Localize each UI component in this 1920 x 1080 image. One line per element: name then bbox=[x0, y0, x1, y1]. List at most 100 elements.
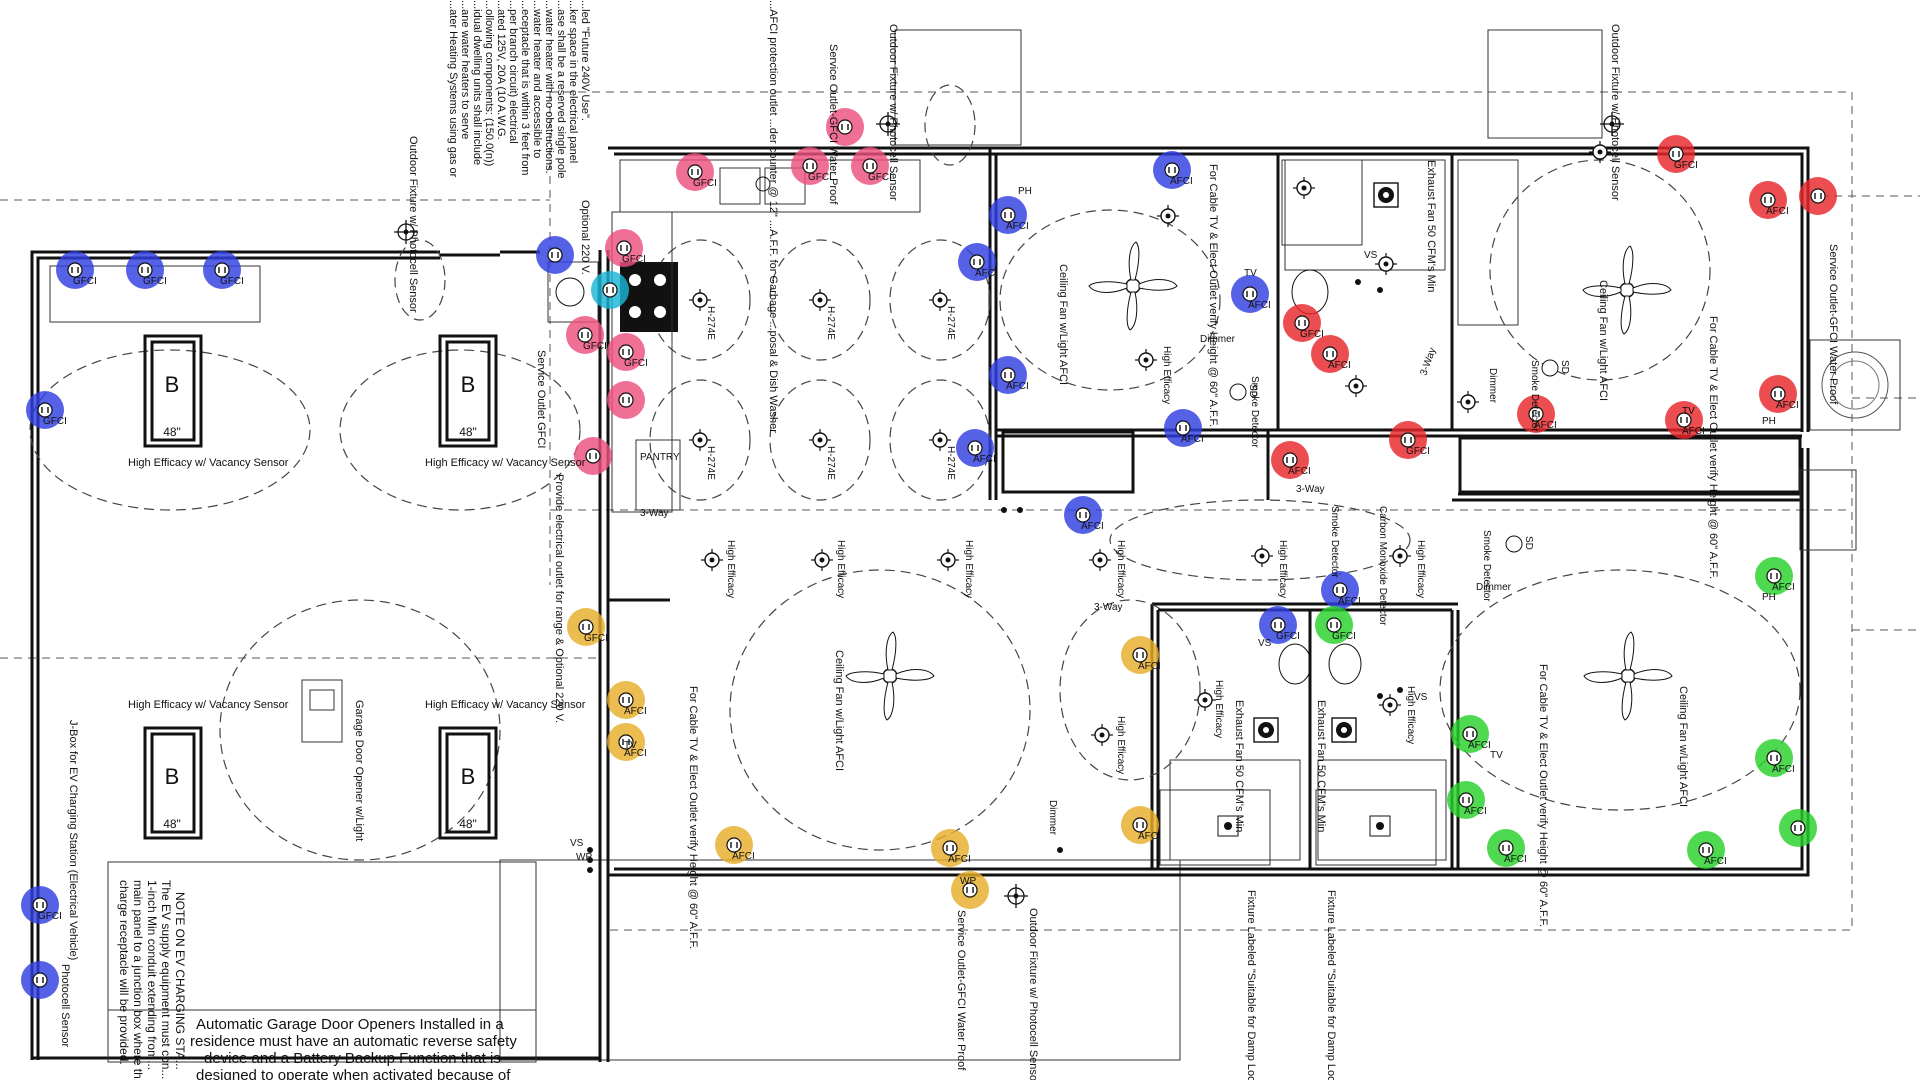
sink-note: ...AFCI protection outlet ...der counter… bbox=[767, 0, 779, 433]
ceiling-fan-label-3: Ceiling Fan w/Light AFCI bbox=[1597, 280, 1609, 401]
garage-door-note: Automatic Garage Door Openers Installed … bbox=[190, 1016, 517, 1080]
outlet-tag: GFCI bbox=[868, 172, 892, 183]
outlet-icon bbox=[547, 247, 563, 263]
outlet-icon bbox=[1760, 192, 1776, 208]
outlet-tag: AFCI bbox=[1006, 221, 1029, 232]
outlet-tag: GFCI bbox=[584, 633, 608, 644]
damp-label-1: Fixture Labeled "Suitable for Damp Locat… bbox=[1245, 890, 1257, 1080]
switch-dot bbox=[587, 857, 593, 863]
highlight-markers: GFCI GFCI GFCI GFCI AFCI AFCI AFCI AFCI AFCI AFCI… bbox=[21, 108, 1837, 999]
outlet-icon bbox=[687, 164, 703, 180]
cable-tv-label-1: For Cable TV & Elect Outlet verify Heigh… bbox=[687, 686, 699, 949]
switch-dot bbox=[1397, 687, 1403, 693]
outlet-icon bbox=[618, 692, 634, 708]
cable-tv-label-3: For Cable TV & Elect Outlet verify Heigh… bbox=[1707, 316, 1719, 579]
outdoor-fixture-label-1: Outdoor Fixture w/ Photocell Sensor bbox=[407, 136, 419, 313]
light-fixture-icon bbox=[1344, 374, 1368, 398]
outlet-tag: GFCI bbox=[808, 172, 832, 183]
outlet-icon bbox=[1270, 617, 1286, 633]
outlet-tag: GFCI bbox=[38, 911, 62, 922]
outlet-tag: AFCI bbox=[1138, 661, 1161, 672]
bay-letter-4: B bbox=[461, 764, 476, 789]
light-fixture-icon bbox=[1156, 204, 1180, 228]
ev-jbox-label: J-Box for EV Charging Station (Electrica… bbox=[67, 720, 79, 960]
svg-text:device and a Battery Backup Fu: device and a Battery Backup Function tha… bbox=[204, 1050, 501, 1067]
high-efficacy-label: High Efficacy bbox=[1405, 686, 1416, 744]
outlet-tag: AFCI bbox=[1338, 596, 1361, 607]
svg-text:designed to operate when activ: designed to operate when activated becau… bbox=[196, 1067, 511, 1080]
outlet-tag: AFCI bbox=[1006, 381, 1029, 392]
outlet-icon bbox=[1698, 842, 1714, 858]
outlet-tag: GFCI bbox=[220, 276, 244, 287]
three-way-label-4: 3-Way bbox=[1418, 346, 1438, 377]
cable-tv-label-4: For Cable TV & Elect Outlet verify Heigh… bbox=[1537, 664, 1549, 927]
ev-charging-note: NOTE ON EV CHARGING STA... The EV supply… bbox=[117, 880, 187, 1080]
outlet-tag: GFCI bbox=[622, 254, 646, 265]
outlet-tag: GFCI bbox=[624, 358, 648, 369]
plan-labels: High Efficacy w/ Vacancy Sensor High Eff… bbox=[59, 0, 1839, 1080]
high-efficacy-label: High Efficacy bbox=[1161, 346, 1172, 404]
outlet-icon bbox=[969, 254, 985, 270]
tv-tag: TV bbox=[1490, 750, 1503, 761]
ceiling-fan-icon bbox=[845, 631, 935, 721]
outlet-icon bbox=[577, 327, 593, 343]
light-fixture-icon bbox=[1456, 390, 1480, 414]
svg-text:NOTE ON EV CHARGING STA...: NOTE ON EV CHARGING STA... bbox=[173, 892, 187, 1070]
outlet-icon bbox=[1175, 420, 1191, 436]
outlet-tag: GFCI bbox=[693, 178, 717, 189]
light-fixture-icon bbox=[1193, 688, 1217, 712]
svg-text:...per branch circuit) electri: ...per branch circuit) electrical bbox=[507, 0, 519, 144]
outlet-icon bbox=[585, 448, 601, 464]
smoke-detector-label-1: Smoke Detector bbox=[1329, 506, 1340, 578]
svg-text:charge receptacle will be prov: charge receptacle will be provided. bbox=[117, 880, 131, 1065]
smoke-detector-label-2: Smoke Detector bbox=[1481, 530, 1492, 602]
dimmer-label-1: Dimmer bbox=[1476, 582, 1512, 593]
ceiling-fan-icon bbox=[1582, 245, 1672, 335]
outlet-icon bbox=[67, 262, 83, 278]
bay-size-4: 48" bbox=[459, 817, 477, 831]
light-fixture-icon bbox=[1588, 140, 1612, 164]
outlet-tag: AFCI bbox=[1468, 740, 1491, 751]
svg-text:...ker space in the electrical: ...ker space in the electrical panel bbox=[567, 0, 579, 163]
light-fixture-icon bbox=[700, 548, 724, 572]
ceiling-fan-label-4: Ceiling Fan w/Light AFCI bbox=[1677, 686, 1689, 807]
fixture-type-label: H-274E bbox=[945, 446, 956, 480]
outlet-icon bbox=[1498, 840, 1514, 856]
vs-tag: VS bbox=[1258, 638, 1272, 649]
outlet-tag: AFCI bbox=[1772, 582, 1795, 593]
outlet-tag: AFCI bbox=[1682, 426, 1705, 437]
ph-tag: PH bbox=[1018, 186, 1032, 197]
fixture-type-label: H-274E bbox=[825, 306, 836, 340]
outlet-icon bbox=[726, 837, 742, 853]
optional-220-label: Optional 220 V. bbox=[579, 200, 591, 275]
outlet-icon bbox=[1326, 617, 1342, 633]
bay-letter-1: B bbox=[165, 372, 180, 397]
svg-text:Automatic Garage Door Openers: Automatic Garage Door Openers Installed … bbox=[196, 1016, 504, 1033]
outlet-icon bbox=[1668, 146, 1684, 162]
ceiling-fan-label-1: Ceiling Fan w/Light AFCI bbox=[833, 650, 845, 771]
service-gfci-label: Service Outlet GFCI bbox=[535, 350, 547, 448]
outlet-tag: AFCI bbox=[948, 854, 971, 865]
outlet-tag: AFCI bbox=[1504, 854, 1527, 865]
high-efficacy-label: High Efficacy bbox=[1115, 540, 1126, 598]
service-outlet-label-1: Service Outlet-GFCI Water Proof bbox=[827, 44, 839, 205]
svg-text:...water heater and accessible: ...water heater and accessible to bbox=[531, 0, 543, 158]
outlet-icon bbox=[1766, 568, 1782, 584]
outlet-tag: AFCI bbox=[1081, 521, 1104, 532]
light-fixture-icon bbox=[1134, 348, 1158, 372]
high-efficacy-label: High Efficacy bbox=[1115, 716, 1126, 774]
switch-dot bbox=[1377, 287, 1383, 293]
outlet-icon bbox=[862, 158, 878, 174]
three-way-label-3: 3-Way bbox=[640, 508, 669, 519]
ph-tag: PH bbox=[1762, 592, 1776, 603]
dimmer-label-3: Dimmer bbox=[1047, 800, 1058, 836]
ceiling-fan-icon bbox=[1088, 241, 1178, 331]
outlet-tag: GFCI bbox=[1300, 329, 1324, 340]
outlet-icon bbox=[1000, 207, 1016, 223]
svg-text:...eceptacle that is within 3: ...eceptacle that is within 3 feet from bbox=[519, 0, 531, 175]
bay-size-2: 48" bbox=[459, 425, 477, 439]
cable-tv-label-2: For Cable TV & Elect Outlet verify Heigh… bbox=[1207, 164, 1219, 427]
svg-text:...ane water heaters to serve: ...ane water heaters to serve bbox=[459, 0, 471, 139]
switch-dot bbox=[1017, 507, 1023, 513]
outlet-tag: AFCI bbox=[1170, 176, 1193, 187]
